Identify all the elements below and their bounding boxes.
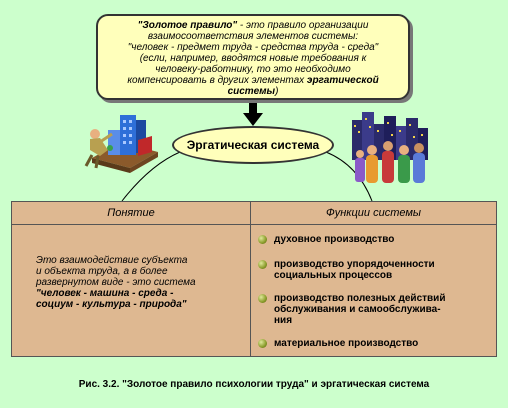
down-arrow-shaft — [249, 100, 257, 114]
left-connector — [121, 151, 181, 202]
ergatic-system-label: Эргатическая система — [186, 138, 320, 152]
right-connector — [325, 151, 373, 202]
golden-rule-line-6: компенсировать в других элементах эргати… — [127, 75, 379, 86]
table-header-row: Понятие Функции системы — [12, 202, 496, 225]
olive-bullet-icon — [258, 339, 267, 348]
golden-rule-title: "Золотое правило" — [137, 20, 238, 31]
golden-rule-line-5: человеку-работнику, то это необходимо — [155, 64, 351, 75]
functions-list: духовное производство производство упоря… — [258, 234, 494, 349]
ergatic-system-ellipse: Эргатическая система — [172, 126, 334, 164]
concept-definition: Это взаимодействие субъекта и объекта тр… — [36, 255, 196, 310]
golden-rule-line-2: взаимосоответствия элементов системы: — [147, 31, 359, 42]
figure-caption: Рис. 3.2. "Золотое правило психологии тр… — [78, 379, 430, 390]
function-item: производство полезных действий обслужива… — [258, 293, 494, 326]
olive-bullet-icon — [258, 235, 267, 244]
header-functions: Функции системы — [326, 207, 421, 219]
header-concept: Понятие — [107, 207, 155, 219]
function-item: производство упорядоченности социальных … — [258, 259, 494, 281]
golden-rule-box: "Золотое правило" - это правило организа… — [96, 14, 410, 100]
golden-rule-line-1: "Золотое правило" - это правило организа… — [137, 20, 369, 31]
olive-bullet-icon — [258, 260, 267, 269]
function-item: материальное производство — [258, 338, 494, 349]
olive-bullet-icon — [258, 294, 267, 303]
golden-rule-line-3: "человек - предмет труда - средства труд… — [127, 42, 379, 53]
function-item: духовное производство — [258, 234, 494, 245]
down-arrow-head — [243, 113, 263, 126]
concept-functions-table: Понятие Функции системы Это взаимодейств… — [11, 201, 497, 357]
golden-rule-line-7: системы) — [227, 86, 279, 97]
column-divider — [250, 202, 251, 356]
golden-rule-line-4: (если, например, вводятся новые требован… — [139, 53, 367, 64]
